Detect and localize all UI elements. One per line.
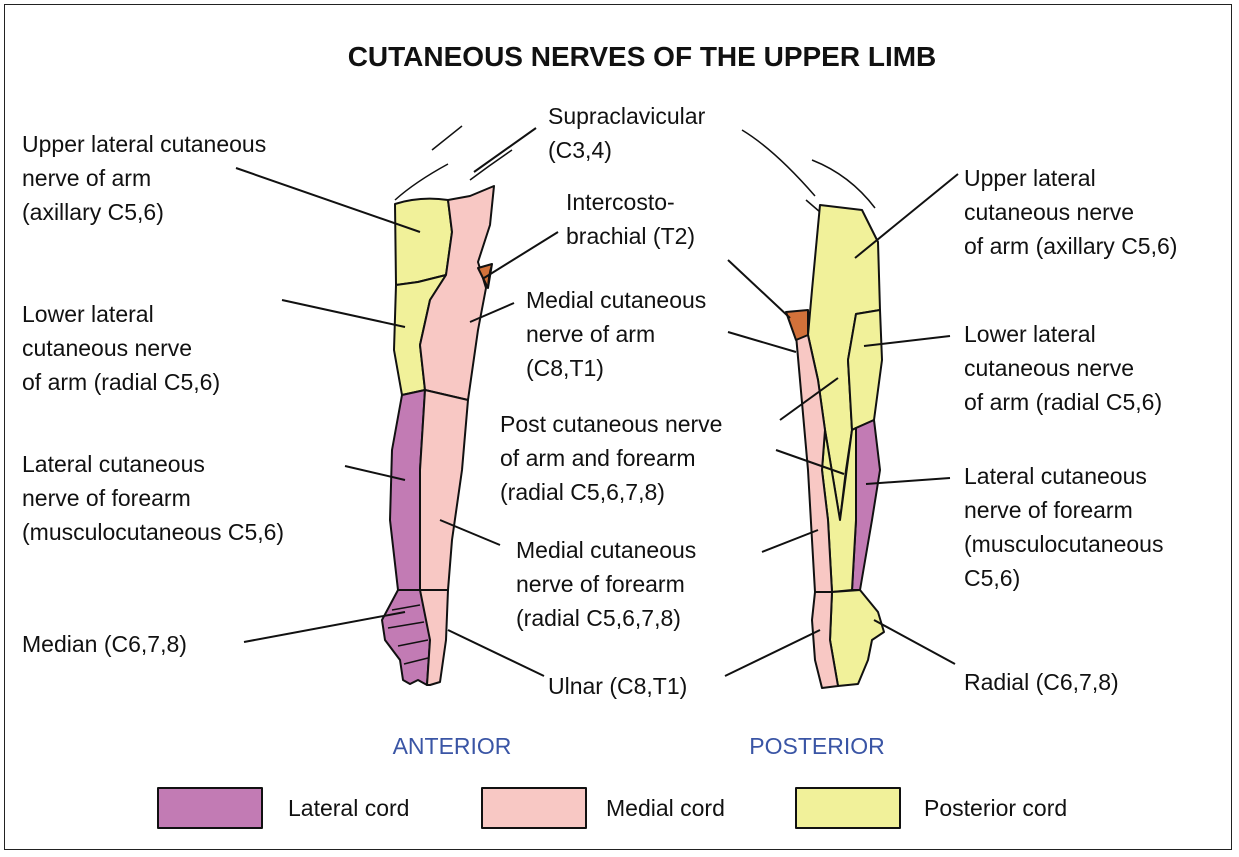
anterior-medial-forearm-region bbox=[420, 390, 468, 590]
anterior-shoulder-line bbox=[432, 126, 462, 150]
label-supraclavicular: Supraclavicular (C3,4) bbox=[548, 103, 712, 163]
label-lateral-forearm-right: Lateral cutaneous nerve of forearm (musc… bbox=[964, 463, 1170, 591]
leader-medial-forearm-right bbox=[762, 530, 818, 552]
leader-supraclavicular bbox=[474, 128, 536, 172]
label-post-cutaneous: Post cutaneous nerve of arm and forearm … bbox=[500, 411, 729, 505]
anterior-upper-lateral-region bbox=[395, 199, 452, 285]
legend-label-posterior-cord: Posterior cord bbox=[924, 795, 1067, 821]
labels: Upper lateral cutaneous nerve of arm (ax… bbox=[22, 103, 1177, 699]
posterior-arm bbox=[742, 130, 884, 688]
legend-label-lateral-cord: Lateral cord bbox=[288, 795, 409, 821]
legend-swatch-medial-cord bbox=[482, 788, 586, 828]
leader-lower-lateral-left bbox=[282, 300, 405, 327]
leader-ulnar-right bbox=[725, 630, 820, 676]
label-lower-lateral-left: Lower lateral cutaneous nerve of arm (ra… bbox=[22, 301, 220, 395]
anterior-neck-line bbox=[395, 164, 448, 200]
posterior-hand-radial-region bbox=[830, 590, 884, 686]
posterior-acromion-line bbox=[806, 200, 820, 212]
legend-swatch-posterior-cord bbox=[796, 788, 900, 828]
label-medial-forearm: Medial cutaneous nerve of forearm (radia… bbox=[516, 537, 703, 631]
label-ulnar: Ulnar (C8,T1) bbox=[548, 673, 687, 699]
leader-ulnar-left bbox=[448, 630, 544, 676]
label-median: Median (C6,7,8) bbox=[22, 631, 187, 657]
posterior-shoulder-line bbox=[742, 130, 815, 196]
anterior-arm bbox=[382, 126, 512, 685]
leader-medial-arm-right bbox=[728, 332, 796, 352]
posterior-lower-lateral-region bbox=[848, 310, 882, 430]
anterior-clavicle-line bbox=[470, 150, 512, 180]
leader-intercostobrachial-right bbox=[728, 260, 790, 318]
legend-swatch-lateral-cord bbox=[158, 788, 262, 828]
leader-median bbox=[244, 612, 405, 642]
leader-upper-lateral-right bbox=[855, 174, 958, 258]
view-label-anterior: ANTERIOR bbox=[393, 733, 512, 759]
label-upper-lateral-right: Upper lateral cutaneous nerve of arm (ax… bbox=[964, 165, 1177, 259]
label-lower-lateral-right: Lower lateral cutaneous nerve of arm (ra… bbox=[964, 321, 1162, 415]
label-intercostobrachial: Intercosto- brachial (T2) bbox=[566, 189, 695, 249]
label-radial: Radial (C6,7,8) bbox=[964, 669, 1119, 695]
posterior-intercostobrachial-region bbox=[786, 310, 808, 340]
label-upper-lateral-left: Upper lateral cutaneous nerve of arm (ax… bbox=[22, 131, 273, 225]
view-label-posterior: POSTERIOR bbox=[749, 733, 884, 759]
label-lateral-forearm-left: Lateral cutaneous nerve of forearm (musc… bbox=[22, 451, 284, 545]
diagram-title: CUTANEOUS NERVES OF THE UPPER LIMB bbox=[348, 41, 937, 72]
legend: Lateral cord Medial cord Posterior cord bbox=[158, 788, 1067, 828]
leader-radial bbox=[874, 620, 955, 664]
posterior-back-line bbox=[812, 160, 875, 208]
label-medial-arm: Medial cutaneous nerve of arm (C8,T1) bbox=[526, 287, 713, 381]
legend-label-medial-cord: Medial cord bbox=[606, 795, 725, 821]
leader-intercostobrachial-left bbox=[484, 232, 558, 278]
leader-upper-lateral-left bbox=[236, 168, 420, 232]
